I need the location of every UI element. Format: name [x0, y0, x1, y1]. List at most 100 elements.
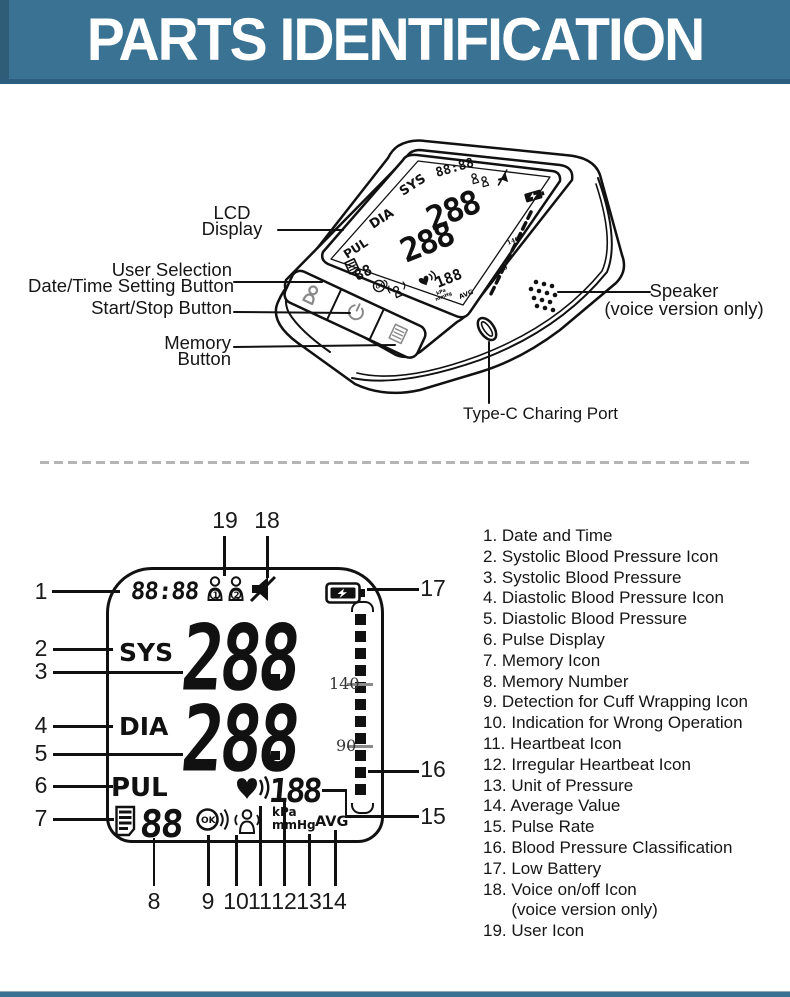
heartbeat-icon [237, 775, 270, 800]
callout-line [344, 789, 347, 817]
legend-item: 7. Memory Icon [483, 650, 601, 670]
section-divider [40, 461, 752, 464]
svg-text:1: 1 [213, 591, 219, 601]
start-stop-button [347, 303, 364, 321]
unit-mmhg: mmHg [272, 818, 316, 832]
callout-line [53, 725, 113, 728]
wrong-operation-icon [234, 809, 260, 834]
sys-label: SYS [119, 638, 174, 667]
label-user-selection: User Selection Date/Time Setting Button [28, 259, 235, 296]
gauge-label-140: 140 [329, 674, 360, 693]
callout-lines-top [233, 229, 651, 404]
device-edge-line [351, 177, 613, 382]
bp-classification-gauge [355, 614, 366, 800]
mini-gauge [487, 210, 533, 300]
lcd-time: 88:88 [129, 577, 200, 605]
callout-6: 6 [34, 772, 48, 798]
callout-line [207, 835, 210, 886]
callout-line [53, 753, 183, 756]
legend-item: 13. Unit of Pressure [483, 775, 634, 795]
callout-12: 12 [271, 888, 297, 914]
callout-line [266, 536, 269, 578]
callout-15: 15 [420, 803, 446, 829]
callout-18: 18 [254, 507, 280, 533]
legend-item: 11. Heartbeat Icon [483, 733, 622, 753]
cuff-ok-icon: OK [196, 808, 229, 831]
label-start-stop: Start/Stop Button [91, 297, 232, 318]
callout-line [367, 588, 419, 591]
mini-ok-icon: OK [372, 279, 388, 293]
callout-line [223, 536, 226, 576]
legend-item: 19. User Icon [483, 921, 585, 941]
callout-17: 17 [420, 575, 446, 601]
mini-cuff-person-icon [387, 281, 406, 299]
legend-item: 3. Systolic Blood Pressure [483, 567, 682, 587]
gauge-tick-140 [347, 683, 373, 686]
callout-2: 2 [34, 635, 48, 661]
callout-line [259, 806, 262, 886]
callout-line [368, 770, 419, 773]
footer-bar [0, 991, 790, 997]
callout-4: 4 [34, 712, 48, 738]
label-lcd-display: LCD Display [201, 202, 263, 239]
callout-3: 3 [34, 658, 48, 684]
mini-memory-icon [344, 257, 360, 275]
callout-5: 5 [34, 740, 48, 766]
callout-line [345, 815, 419, 818]
label-speaker: Speaker (voice version only) [604, 280, 764, 319]
legend-item: (voice version only) [483, 900, 658, 920]
legend-item: 5. Diastolic Blood Pressure [483, 609, 688, 629]
gauge-top-cap [351, 601, 374, 612]
legend-item: 10. Indication for Wrong Operation [483, 713, 743, 733]
callout-8: 8 [147, 888, 161, 914]
callout-line [52, 590, 120, 593]
svg-text:2: 2 [234, 591, 240, 601]
mini-scale-high: 140 [506, 236, 520, 247]
legend-item: 12. Irregular Heartbeat Icon [483, 754, 691, 774]
svg-text:OK: OK [201, 816, 217, 826]
label-type-c: Type-C Charing Port [463, 404, 618, 423]
callout-line [53, 648, 113, 651]
callout-14: 14 [321, 888, 347, 914]
svg-text:OK: OK [375, 282, 386, 291]
irregular-heartbeat-icon [258, 779, 264, 796]
legend-item: 4. Diastolic Blood Pressure Icon [483, 588, 724, 608]
callout-1: 1 [34, 578, 48, 604]
callout-7: 7 [34, 805, 48, 831]
gauge-tick-90 [347, 745, 373, 748]
type-c-port [476, 316, 498, 342]
voice-off-icon [249, 575, 277, 603]
legend-item: 8. Memory Number [483, 671, 629, 691]
callout-line [322, 789, 347, 792]
legend-item: 9. Detection for Cuff Wrapping Icon [483, 692, 748, 712]
user-icon: 1 2 [207, 576, 244, 601]
memory-icon [115, 805, 136, 837]
gauge-label-90: 90 [336, 736, 357, 755]
mini-mute-icon [497, 169, 509, 186]
legend-item: 2. Systolic Blood Pressure Icon [483, 546, 719, 566]
lcd-diagram-panel [106, 567, 384, 843]
legend-item: 14. Average Value [483, 796, 621, 816]
callout-11: 11 [248, 888, 272, 914]
page-title: PARTS IDENTIFICATION [86, 5, 706, 74]
pul-label: PUL [111, 773, 168, 803]
legend-item: 15. Pulse Rate [483, 817, 595, 837]
callout-line [53, 818, 114, 821]
mini-memory-value: 88 [351, 261, 375, 285]
legend-item: 6. Pulse Display [483, 629, 605, 649]
callout-line [235, 835, 238, 886]
callout-9: 9 [201, 888, 215, 914]
memory-button [388, 323, 409, 345]
mini-heart-icon [418, 270, 437, 286]
sys-decimal-point [271, 674, 280, 683]
label-memory: Memory Button [164, 332, 231, 369]
memory-number: 88 [138, 802, 184, 846]
mini-battery-icon [524, 189, 545, 203]
legend-item: 16. Blood Pressure Classification [483, 837, 733, 857]
pulse-rate-value: 188 [267, 771, 322, 810]
callout-line [53, 671, 183, 674]
callout-16: 16 [420, 756, 446, 782]
speaker-icon [528, 279, 558, 313]
